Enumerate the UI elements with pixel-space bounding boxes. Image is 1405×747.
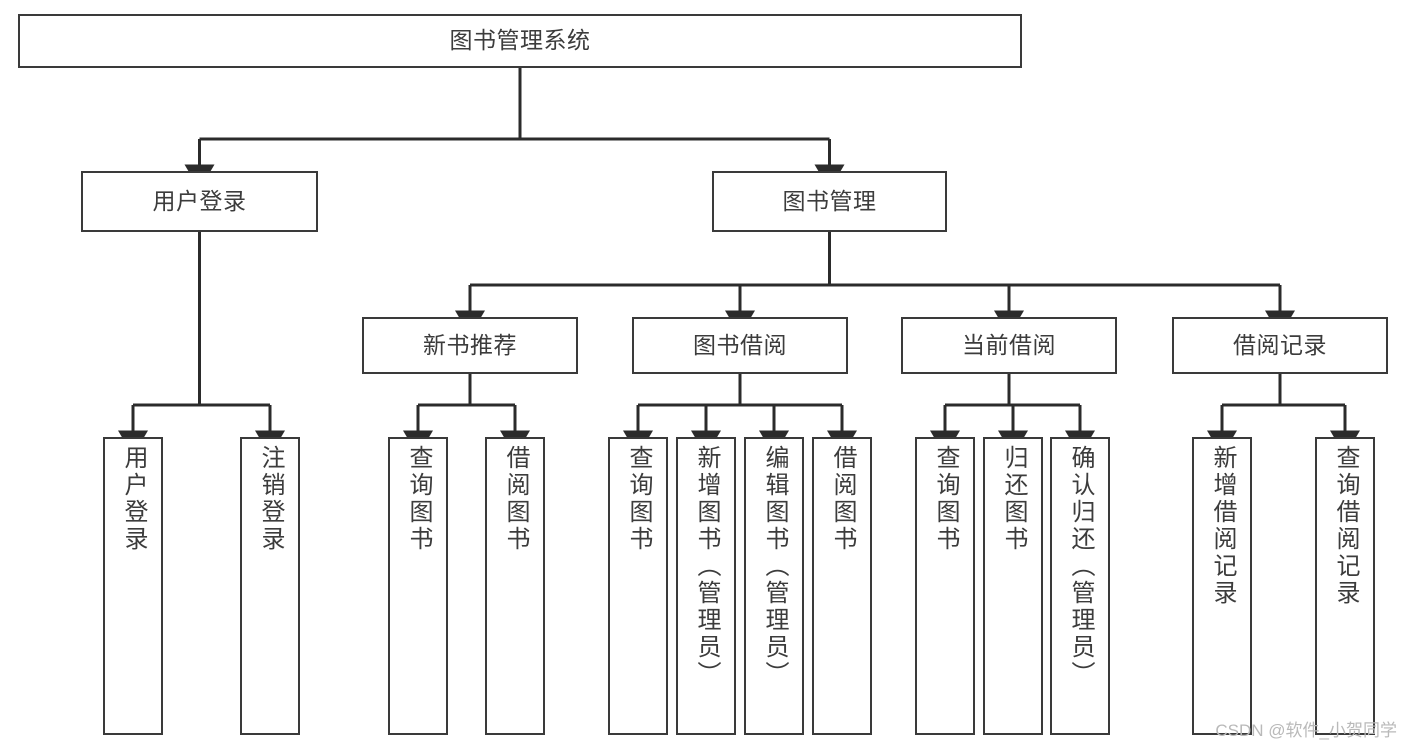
node-bookmgmt[interactable]: 图书管理 bbox=[712, 171, 947, 232]
node-login[interactable]: 用户登录 bbox=[81, 171, 318, 232]
node-label: 用户登录 bbox=[152, 187, 247, 214]
node-l7[interactable]: 编辑图书（管理员） bbox=[744, 437, 804, 735]
node-label: 当前借阅 bbox=[962, 331, 1056, 358]
node-label: 归还图书 bbox=[1000, 445, 1027, 553]
node-borrow[interactable]: 图书借阅 bbox=[632, 317, 848, 374]
node-label: 新增图书（管理员） bbox=[693, 445, 720, 688]
node-label: 查询借阅记录 bbox=[1332, 445, 1359, 607]
node-label: 查询图书 bbox=[932, 445, 959, 553]
node-l9[interactable]: 查询图书 bbox=[915, 437, 975, 735]
node-label: 注销登录 bbox=[257, 445, 284, 553]
node-root[interactable]: 图书管理系统 bbox=[18, 14, 1022, 68]
node-label: 查询图书 bbox=[405, 445, 432, 553]
node-newbook[interactable]: 新书推荐 bbox=[362, 317, 578, 374]
node-label: 用户登录 bbox=[120, 445, 147, 553]
node-l13[interactable]: 查询借阅记录 bbox=[1315, 437, 1375, 735]
node-l4[interactable]: 借阅图书 bbox=[485, 437, 545, 735]
node-l1[interactable]: 用户登录 bbox=[103, 437, 163, 735]
node-label: 借阅图书 bbox=[502, 445, 529, 553]
node-l12[interactable]: 新增借阅记录 bbox=[1192, 437, 1252, 735]
node-l3[interactable]: 查询图书 bbox=[388, 437, 448, 735]
node-l8[interactable]: 借阅图书 bbox=[812, 437, 872, 735]
node-label: 确认归还（管理员） bbox=[1067, 445, 1094, 688]
node-label: 编辑图书（管理员） bbox=[761, 445, 788, 688]
node-l6[interactable]: 新增图书（管理员） bbox=[676, 437, 736, 735]
node-label: 新增借阅记录 bbox=[1209, 445, 1236, 607]
node-label: 借阅记录 bbox=[1233, 331, 1327, 358]
node-label: 新书推荐 bbox=[423, 331, 517, 358]
node-label: 图书管理系统 bbox=[449, 27, 591, 54]
node-label: 查询图书 bbox=[625, 445, 652, 553]
node-label: 图书借阅 bbox=[693, 331, 787, 358]
node-l5[interactable]: 查询图书 bbox=[608, 437, 668, 735]
node-records[interactable]: 借阅记录 bbox=[1172, 317, 1388, 374]
watermark: CSDN @软件_小贺同学 bbox=[1215, 721, 1397, 740]
node-current[interactable]: 当前借阅 bbox=[901, 317, 1117, 374]
node-l10[interactable]: 归还图书 bbox=[983, 437, 1043, 735]
node-l2[interactable]: 注销登录 bbox=[240, 437, 300, 735]
node-l11[interactable]: 确认归还（管理员） bbox=[1050, 437, 1110, 735]
node-label: 借阅图书 bbox=[829, 445, 856, 553]
node-label: 图书管理 bbox=[782, 187, 877, 214]
